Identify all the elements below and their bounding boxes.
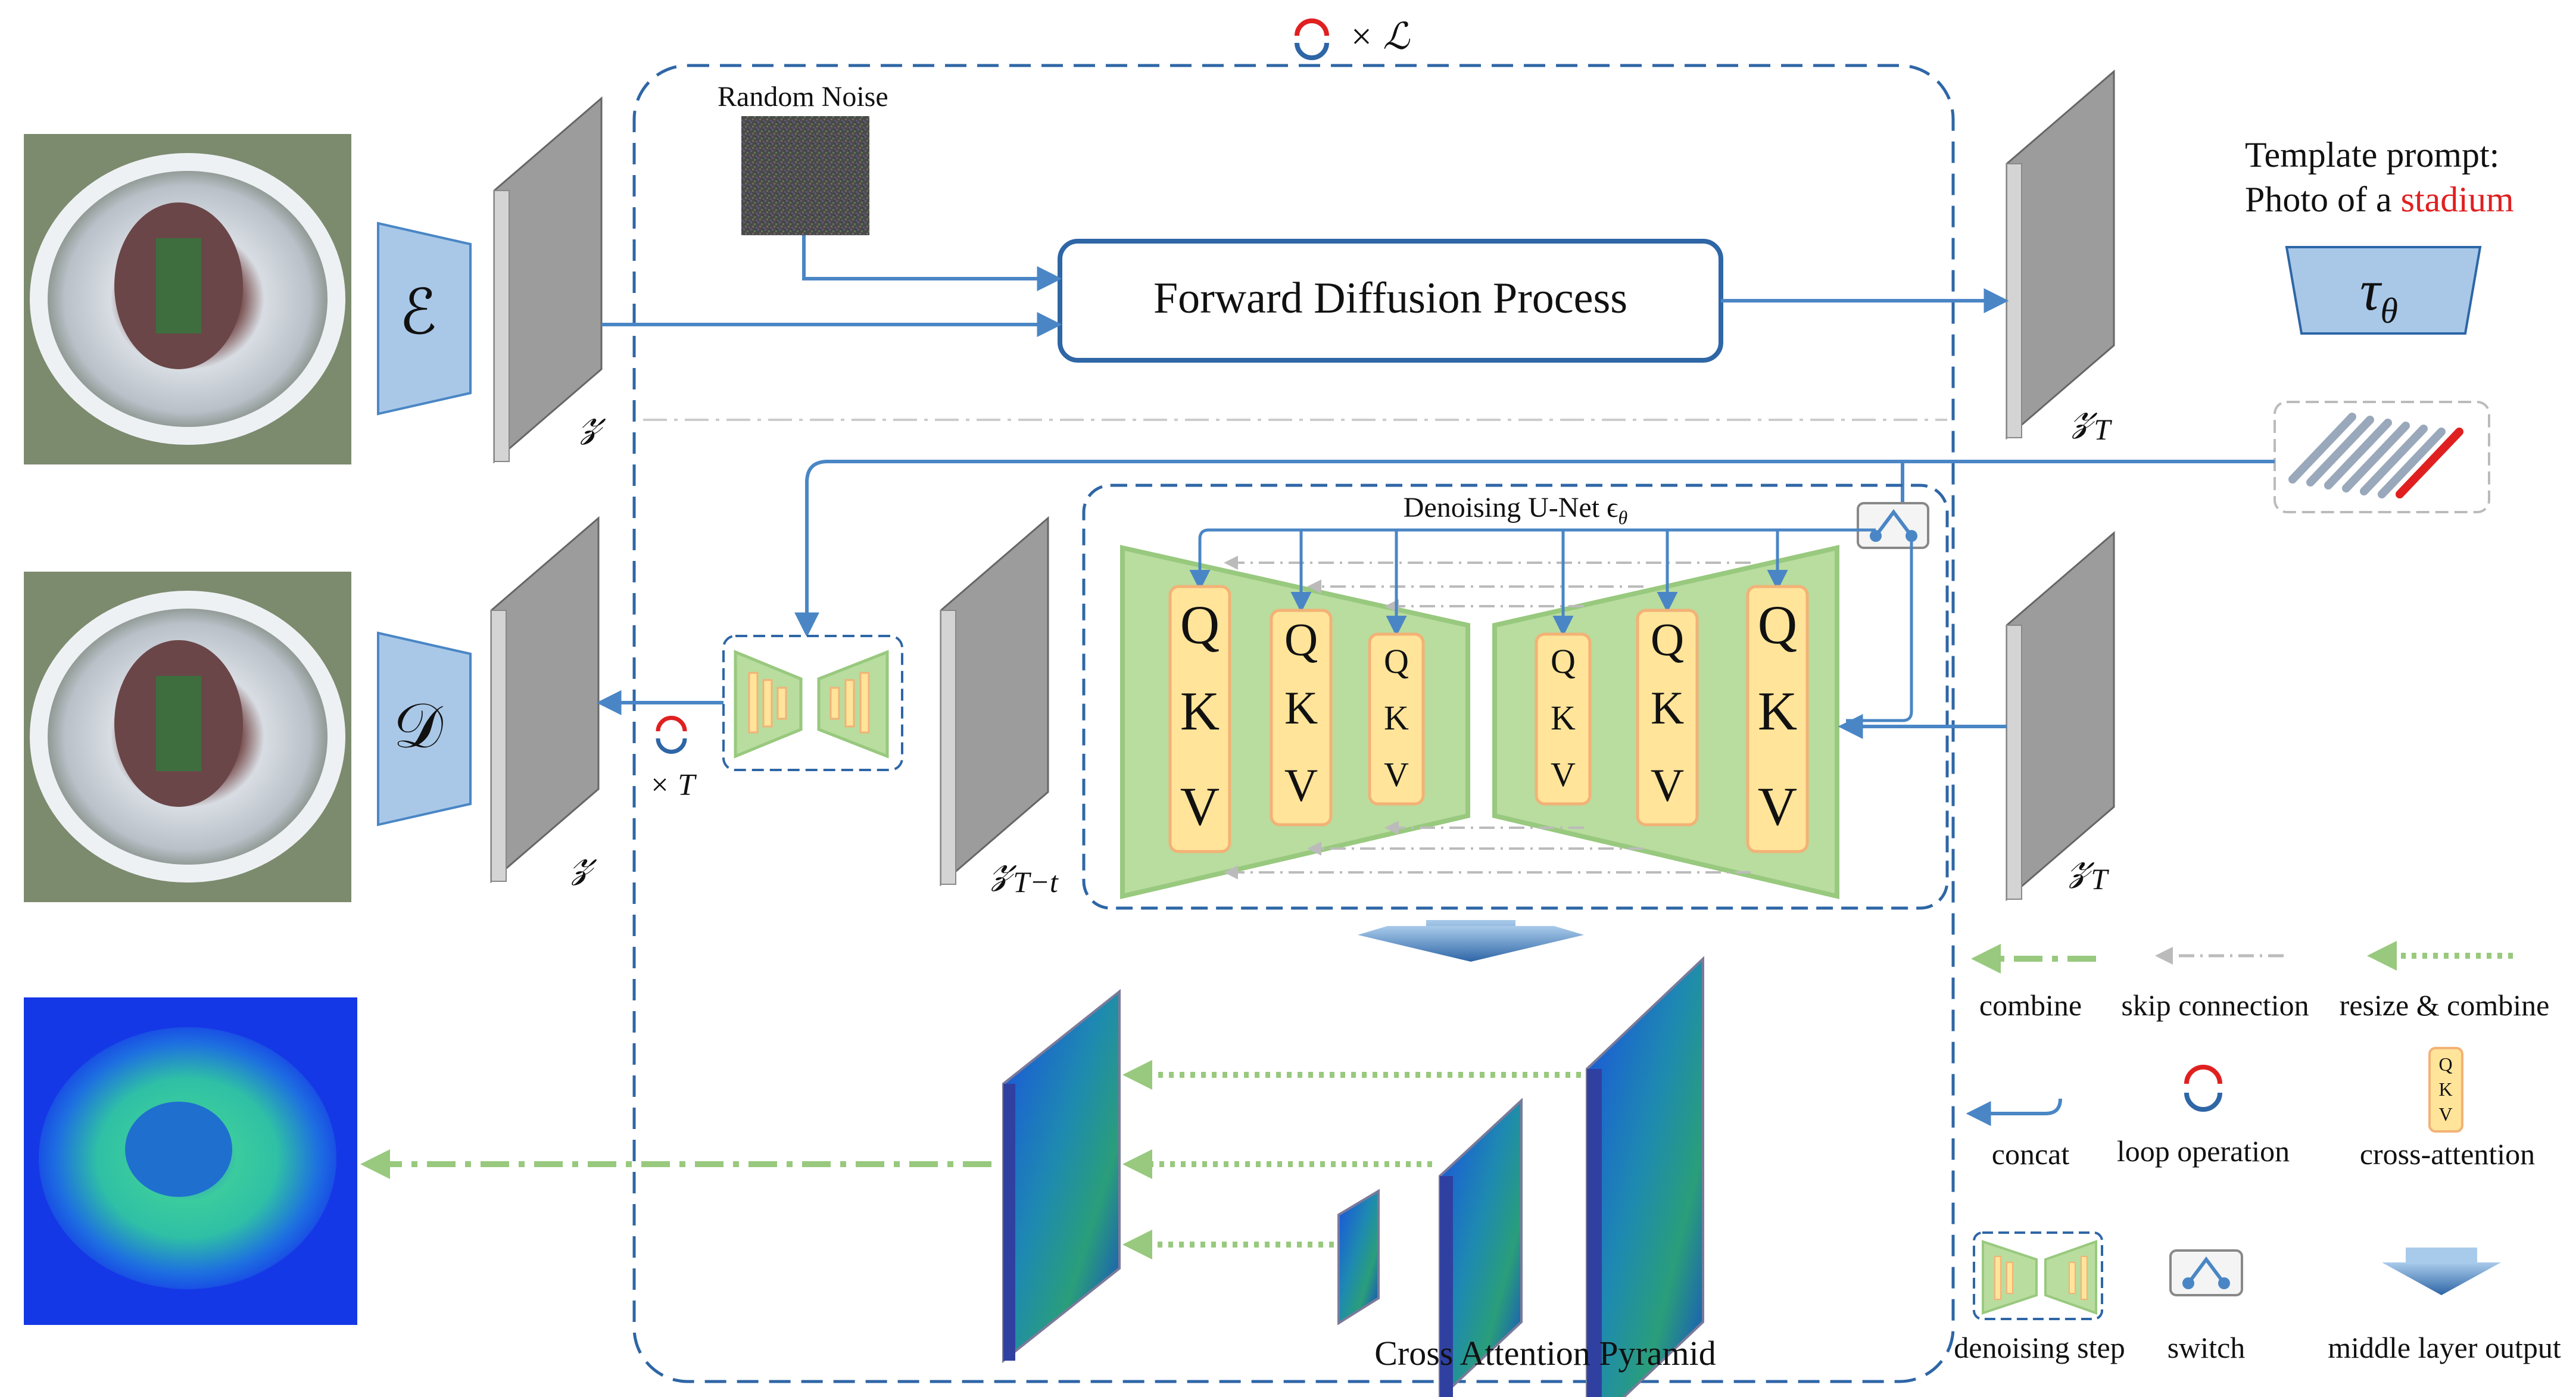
svg-text:Q: Q — [1651, 613, 1684, 665]
skip-connections — [1224, 556, 1751, 880]
svg-text:V: V — [1180, 776, 1220, 837]
loop-label: × ℒ — [1349, 17, 1410, 57]
svg-text:Q: Q — [1284, 613, 1318, 665]
encoder-block: ℰ — [377, 222, 472, 416]
random-noise-image — [741, 116, 869, 235]
svg-text:cross-attention: cross-attention — [2360, 1137, 2535, 1171]
svg-text:V: V — [1651, 759, 1684, 811]
svg-text:𝓏: 𝓏 — [571, 834, 597, 885]
svg-text:𝓏T: 𝓏T — [2069, 837, 2109, 896]
svg-text:K: K — [1758, 681, 1797, 741]
pyramid-map-small — [1337, 1189, 1380, 1326]
svg-text:combine: combine — [1979, 988, 2082, 1022]
pyramid-map-large — [1586, 956, 1704, 1397]
loop-icon-T — [656, 716, 687, 754]
svg-text:K: K — [1284, 682, 1318, 734]
qkv-block-6: Q K V — [1746, 585, 1809, 853]
svg-text:skip connection: skip connection — [2121, 988, 2309, 1022]
svg-text:𝓏: 𝓏 — [580, 393, 606, 445]
latent-zT-top: 𝓏T — [2006, 69, 2115, 446]
unet-title: Denoising U-Net ϵθ — [1404, 492, 1627, 528]
svg-text:V: V — [1551, 755, 1576, 794]
latent-z-top: 𝓏 — [493, 96, 606, 464]
text-encoder-block: τθ — [2285, 246, 2482, 335]
svg-text:𝓏T: 𝓏T — [2072, 387, 2112, 446]
svg-text:V: V — [1284, 759, 1318, 811]
svg-text:τθ: τθ — [2360, 258, 2398, 330]
svg-text:loop operation: loop operation — [2117, 1134, 2290, 1168]
random-noise-label: Random Noise — [718, 81, 888, 113]
template-prompt-line1: Template prompt: — [2245, 135, 2499, 174]
text-embedding — [2274, 401, 2490, 513]
latent-z-bottom: 𝓏 — [490, 516, 600, 885]
svg-text:Q: Q — [1384, 642, 1409, 681]
legend: combine skip connection resize & combine… — [1954, 941, 2561, 1364]
svg-text:switch: switch — [2168, 1331, 2246, 1364]
svg-text:V: V — [1758, 776, 1797, 837]
qkv-block-3: Q K V — [1368, 632, 1425, 806]
svg-text:resize & combine: resize & combine — [2340, 988, 2550, 1022]
switch-icon — [1857, 502, 1929, 549]
pyramid-map-medium — [1439, 1097, 1523, 1397]
svg-text:concat: concat — [1992, 1137, 2070, 1171]
pyramid-map-output — [1002, 988, 1121, 1364]
qkv-block-4: Q K V — [1535, 632, 1592, 806]
forward-diffusion-label: Forward Diffusion Process — [1153, 274, 1627, 323]
template-prompt-line2: Photo of a stadium — [2245, 180, 2514, 219]
encoder-symbol: ℰ — [399, 277, 437, 347]
svg-text:𝓏T−t: 𝓏T−t — [991, 840, 1059, 899]
svg-text:K: K — [2438, 1078, 2452, 1100]
svg-text:Q: Q — [2438, 1053, 2452, 1075]
svg-text:Q: Q — [1758, 594, 1797, 655]
noise-to-diffusion-arrow — [802, 235, 1062, 291]
qkv-block-2: Q K V — [1270, 609, 1333, 827]
svg-text:denoising step: denoising step — [1954, 1331, 2125, 1364]
svg-text:V: V — [2438, 1103, 2452, 1125]
svg-text:K: K — [1551, 699, 1576, 737]
reconstructed-image — [24, 572, 351, 902]
svg-text:K: K — [1651, 682, 1684, 734]
unet-box — [1082, 484, 1949, 910]
decoder-symbol: 𝒟 — [393, 691, 443, 761]
svg-text:K: K — [1384, 699, 1409, 737]
svg-text:middle layer output: middle layer output — [2328, 1331, 2561, 1364]
qkv-block-5: Q K V — [1636, 609, 1699, 827]
attention-heatmap — [24, 997, 357, 1325]
pyramid-label: Cross Attention Pyramid — [1374, 1334, 1716, 1373]
svg-text:Q: Q — [1551, 642, 1576, 681]
loop-box — [632, 64, 1955, 1383]
embedding-line — [794, 460, 2275, 638]
loop-icon-top — [1295, 18, 1329, 60]
denoising-step-block — [722, 635, 903, 771]
decoder-block: 𝒟 — [377, 631, 472, 827]
input-image — [24, 134, 351, 464]
svg-text:V: V — [1384, 755, 1409, 794]
conditioning-arrows — [1189, 528, 1913, 722]
middle-output-arrow-body — [1358, 926, 1584, 962]
times-T-label: × T — [649, 768, 697, 802]
svg-text:Q: Q — [1180, 594, 1220, 655]
resize-arrows — [1122, 1060, 1581, 1259]
latent-zT-bottom: 𝓏T — [2006, 531, 2115, 902]
latent-zTt: 𝓏T−t — [940, 516, 1059, 899]
qkv-block-1: Q K V — [1168, 585, 1231, 853]
svg-text:K: K — [1180, 681, 1220, 741]
